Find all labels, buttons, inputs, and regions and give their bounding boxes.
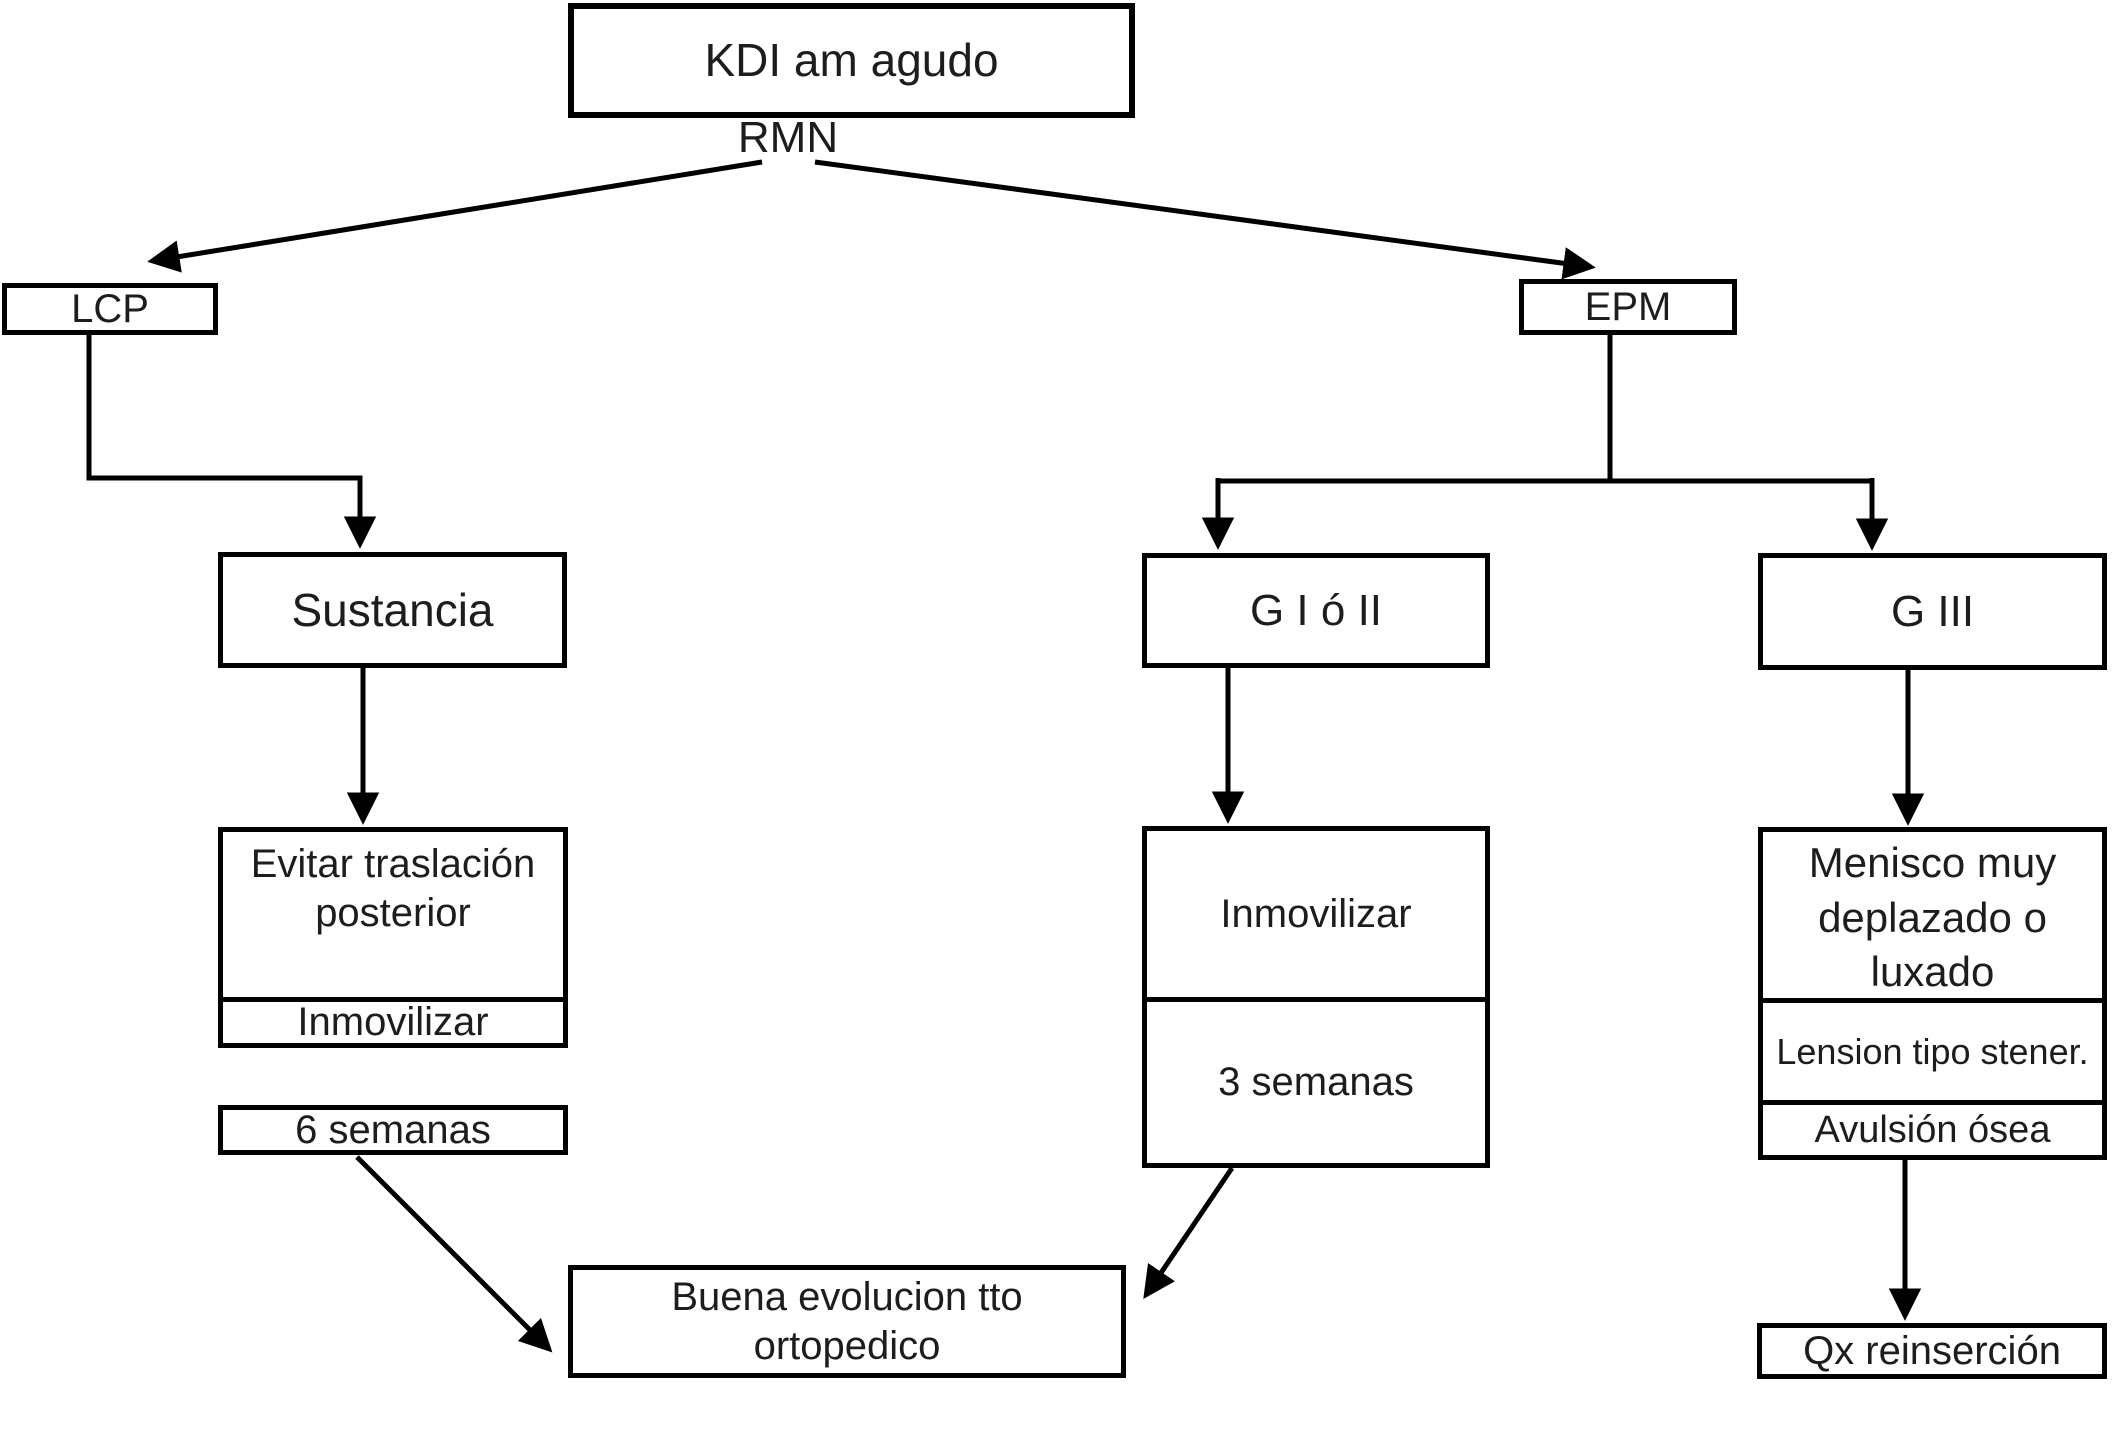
node-lcp: LCP xyxy=(2,283,218,335)
node-epm: EPM xyxy=(1519,279,1737,335)
connector-epm-split xyxy=(1218,334,1872,484)
node-buena-evolucion: Buena evolucion tto ortopedico xyxy=(568,1265,1126,1378)
node-evitar-traslacion: Evitar traslación posterior Inmovilizar xyxy=(218,827,568,1048)
node-seis-semanas: 6 semanas xyxy=(218,1105,568,1155)
node-g3: G III xyxy=(1758,553,2107,670)
connector-lcp-to-sustancia xyxy=(86,334,377,549)
arrow-seis-semanas-to-buena xyxy=(355,1155,553,1353)
node-g1-o-2: G I ó II xyxy=(1142,553,1490,668)
node-menisco-group: Menisco muy deplazado o luxado Lension t… xyxy=(1758,827,2107,1160)
rmn-label: RMN xyxy=(737,113,839,162)
arrow-tres-semanas-to-buena xyxy=(1143,1166,1235,1300)
node-sustancia: Sustancia xyxy=(218,552,567,668)
inmovilizar-text: Inmovilizar xyxy=(1220,891,1412,936)
menisco-text: Menisco muy deplazado o luxado xyxy=(1808,839,2057,996)
node-qx-reinsercion: Qx reinserción xyxy=(1757,1323,2107,1379)
evitar-traslacion-text: Evitar traslación posterior xyxy=(250,842,536,935)
node-inmovilizar-3-semanas: Inmovilizar 3 semanas xyxy=(1142,826,1490,1168)
arrow-rmn-to-lcp xyxy=(147,159,763,273)
avulsion-osea-text: Avulsión ósea xyxy=(1763,1100,2102,1155)
lension-stener-text: Lension tipo stener. xyxy=(1763,998,2102,1100)
arrow-rmn-to-epm xyxy=(814,159,1596,280)
tres-semanas-text: 3 semanas xyxy=(1147,997,1485,1163)
evitar-inmovilizar-text: Inmovilizar xyxy=(223,997,563,1043)
node-kdi-am-agudo: KDI am agudo xyxy=(568,3,1135,118)
